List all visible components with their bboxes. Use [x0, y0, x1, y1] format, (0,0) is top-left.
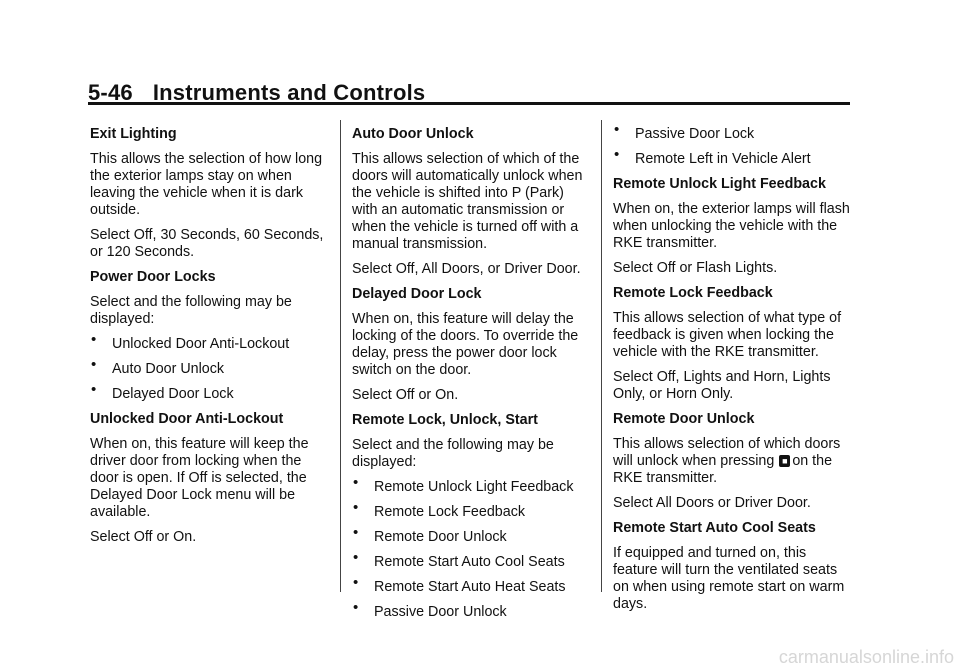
lock-feedback-text: This allows selection of what type of fe…: [613, 310, 842, 360]
remote-text: Select and the following may be displaye…: [352, 437, 554, 470]
exit-lighting-text: This allows the selection of how long th…: [90, 151, 323, 218]
rke-unlock-icon: ■: [779, 455, 791, 467]
delayed-lock-options: Select Off or On.: [352, 387, 459, 403]
door-unlock-heading: Remote Door Unlock: [613, 411, 755, 427]
page-header: 5-46 Instruments and Controls: [88, 80, 425, 106]
lock-feedback-heading: Remote Lock Feedback: [613, 285, 773, 301]
list-item: Passive Door Lock: [613, 121, 853, 143]
list-item: Remote Start Auto Heat Seats: [352, 574, 592, 596]
anti-lockout-heading: Unlocked Door Anti-Lockout: [90, 411, 284, 427]
exit-lighting-options: Select Off, 30 Seconds, 60 Seconds, or 1…: [90, 227, 324, 260]
auto-cool-text: If equipped and turned on, this feature …: [613, 545, 845, 612]
column-3: Passive Door Lock Remote Left in Vehicle…: [613, 121, 853, 621]
unlock-light-heading: Remote Unlock Light Feedback: [613, 176, 826, 192]
unlock-light-text: When on, the exterior lamps will flash w…: [613, 201, 850, 251]
section-title: Instruments and Controls: [152, 80, 426, 105]
door-unlock-text-b: on the RKE transmitter.: [613, 453, 833, 486]
watermark: carmanualsonline.info: [778, 647, 954, 667]
auto-unlock-text: This allows selection of which of the do…: [352, 151, 583, 252]
delayed-lock-text: When on, this feature will delay the loc…: [352, 311, 579, 378]
door-unlock-options: Select All Doors or Driver Door.: [613, 495, 811, 511]
anti-lockout-options: Select Off or On.: [90, 529, 197, 545]
unlock-light-options: Select Off or Flash Lights.: [613, 260, 778, 276]
list-item: Remote Door Unlock: [352, 524, 592, 546]
anti-lockout-text: When on, this feature will keep the driv…: [90, 436, 309, 520]
auto-unlock-options: Select Off, All Doors, or Driver Door.: [352, 261, 581, 277]
column-divider-2: [601, 120, 602, 592]
list-item: Remote Left in Vehicle Alert: [613, 146, 853, 168]
exit-lighting-heading: Exit Lighting: [90, 126, 177, 142]
page-number: 5-46: [88, 80, 133, 105]
list-item: Auto Door Unlock: [90, 356, 330, 378]
list-item: Remote Unlock Light Feedback: [352, 474, 592, 496]
list-item: Delayed Door Lock: [90, 381, 330, 403]
lock-feedback-options: Select Off, Lights and Horn, Lights Only…: [613, 369, 831, 402]
list-item: Remote Start Auto Cool Seats: [352, 549, 592, 571]
remote-heading: Remote Lock, Unlock, Start: [352, 412, 538, 428]
column-divider-1: [340, 120, 341, 592]
list-item: Unlocked Door Anti-Lockout: [90, 331, 330, 353]
list-item: Remote Lock Feedback: [352, 499, 592, 521]
power-door-locks-heading: Power Door Locks: [90, 269, 216, 285]
header-rule: [88, 102, 850, 105]
auto-cool-heading: Remote Start Auto Cool Seats: [613, 520, 816, 536]
list-item: Passive Door Unlock: [352, 599, 592, 621]
power-door-locks-text: Select and the following may be displaye…: [90, 294, 292, 327]
column-1: Exit Lighting This allows the selection …: [90, 126, 330, 554]
delayed-lock-heading: Delayed Door Lock: [352, 286, 482, 302]
door-unlock-text: This allows selection of which doors wil…: [613, 436, 853, 487]
auto-unlock-heading: Auto Door Unlock: [352, 126, 474, 142]
column-2: Auto Door Unlock This allows selection o…: [352, 126, 592, 629]
door-unlock-text-a: This allows selection of which doors wil…: [613, 436, 841, 469]
